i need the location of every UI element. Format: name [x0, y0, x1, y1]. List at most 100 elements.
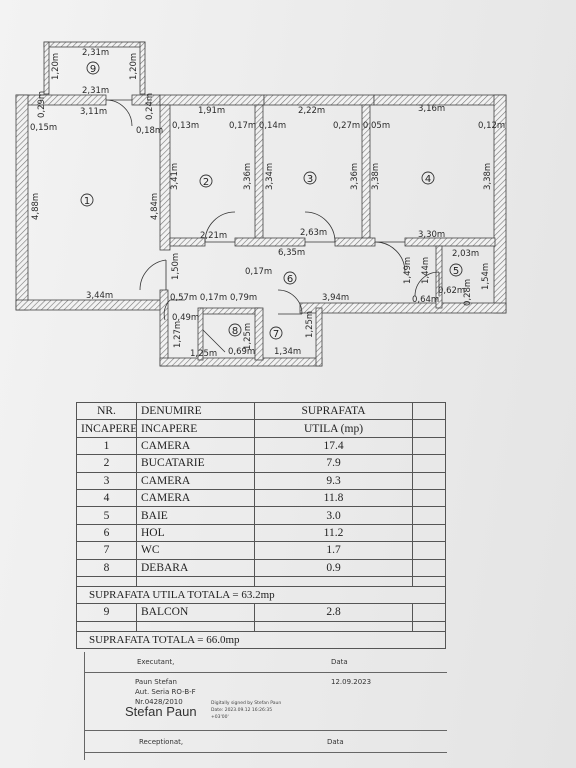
- dim-r1-wall-a: 0,29m: [37, 91, 47, 118]
- dim-r8-right: 1,25m: [243, 323, 253, 350]
- door-bath: [414, 271, 440, 297]
- dim-r5-inner: 1,44m: [421, 257, 431, 284]
- dim-balcony-left: 1,20m: [51, 53, 61, 80]
- wall-hall-top-c: [334, 237, 376, 247]
- wall-r1-r2: [159, 104, 171, 251]
- room-area: 9.3: [254, 471, 413, 490]
- room-number-1: 1: [84, 196, 90, 207]
- dim-r5-left: 1,49m: [403, 257, 413, 284]
- cell-blank: [412, 488, 446, 508]
- dim-r1-wall-b: 0,18m: [136, 126, 163, 136]
- dim-r3-bottom: 2,63m: [300, 228, 327, 238]
- cell-blank: [412, 471, 446, 490]
- room-area: 17.4: [254, 436, 413, 456]
- dim-r5-right: 1,54m: [481, 263, 491, 290]
- dim-r8-bottom: 1,25m: [190, 349, 217, 359]
- dim-r4-right: 3,38m: [483, 163, 493, 190]
- dim-r7-right: 1,25m: [305, 311, 315, 338]
- wall-hall-left: [159, 289, 169, 367]
- dim-r1-topleft: 0,15m: [30, 123, 57, 133]
- room-marker-2: [199, 174, 213, 188]
- cell-blank: [136, 575, 255, 587]
- header-suprafata: SUPRAFATA: [254, 401, 413, 421]
- doors: [105, 99, 440, 353]
- dim-r4-bottom: 3,30m: [418, 230, 445, 240]
- room-name: CAMERA: [136, 436, 255, 456]
- cell-blank: [412, 558, 446, 577]
- room-name: CAMERA: [136, 471, 255, 490]
- room-nr: 3: [76, 471, 137, 490]
- room-nr: 1: [76, 436, 137, 456]
- digital-signature-line-1: Digitally signed by Stefan Paun: [211, 701, 282, 706]
- dim-r8-left: 1,27m: [173, 321, 183, 348]
- room-nr: 2: [76, 454, 137, 473]
- wall-pantry-top: [199, 307, 261, 315]
- header-incapere: INCAPERE: [76, 419, 137, 438]
- dim-r3-left: 3,34m: [265, 163, 275, 190]
- dim-r5-bottom: 0,64m: [412, 295, 439, 305]
- room-numbers: 1 2 3 4 5 6 7 8 9: [84, 64, 459, 340]
- room-number-8: 8: [232, 326, 238, 337]
- walls: [15, 41, 507, 367]
- cell-blank: [254, 575, 413, 587]
- wall-pantry-left: [197, 307, 204, 361]
- cell-blank: [412, 436, 446, 456]
- cell-blank: [412, 454, 446, 473]
- wall-left: [15, 94, 29, 311]
- dim-hall-left: 1,50m: [171, 253, 181, 280]
- dim-r7-bottom: 1,34m: [274, 347, 301, 357]
- total-util-row: SUPRAFATA UTILA TOTALA = 63.2mp: [76, 585, 446, 605]
- balcony-wall-right: [139, 41, 146, 95]
- dim-r8-top: 0,49m: [172, 313, 199, 323]
- digital-signature-line-2: Date: 2023.09.12 16:26:35: [211, 708, 273, 713]
- door-r3: [304, 211, 336, 243]
- dim-hall-inner: 0,79m: [230, 293, 257, 303]
- dim-r2-left-wall: 0,13m: [172, 121, 199, 131]
- authorization-series: Aut. Seria RO-B-F: [135, 688, 196, 696]
- room-name: BAIE: [136, 506, 255, 525]
- header-denumire: DENUMIRE: [136, 401, 255, 421]
- room-area: 1.7: [254, 541, 413, 560]
- room-marker-6: [283, 271, 297, 285]
- door-r4: [374, 241, 406, 273]
- room-number-7: 7: [273, 329, 279, 340]
- room-marker-1: [80, 193, 94, 207]
- door-wc: [277, 289, 303, 315]
- room-area: 11.8: [254, 488, 413, 508]
- dimension-labels: 2,31m 2,31m 1,20m 1,20m 0,29m 3,11m 0,15…: [30, 48, 505, 359]
- cell-blank: [412, 541, 446, 560]
- cell-blank: [76, 620, 137, 632]
- header-blank: [412, 419, 446, 438]
- receptionat-label: Receptionat,: [139, 738, 184, 746]
- wall-hall-top-b: [234, 237, 306, 247]
- room-number-2: 2: [203, 177, 209, 188]
- wall-top-left: [15, 94, 107, 106]
- room-marker-8: [228, 323, 242, 337]
- room-marker-7: [269, 326, 283, 340]
- room-nr: 5: [76, 506, 137, 525]
- dim-r4-right-wall: 0,12m: [478, 121, 505, 131]
- room-name: WC: [136, 541, 255, 560]
- dim-r8-mid: 0,69m: [228, 347, 255, 357]
- wall-bottom-right: [299, 302, 507, 314]
- cell-blank: [412, 506, 446, 525]
- room-area: 3.0: [254, 506, 413, 525]
- wall-top-r2: [159, 94, 265, 106]
- dim-hall-mid: 0,17m: [245, 267, 272, 277]
- dim-balcony-top: 2,31m: [82, 48, 109, 58]
- room-area: 7.9: [254, 454, 413, 473]
- digital-signature-line-3: +03'00': [211, 715, 229, 720]
- header-utila: UTILA (mp): [254, 419, 413, 438]
- balcony-wall-left: [43, 41, 50, 95]
- room-nr: 4: [76, 488, 137, 508]
- cell-blank: [136, 620, 255, 632]
- dim-r3-top: 2,22m: [298, 106, 325, 116]
- wall-top-r3: [263, 94, 375, 106]
- balcony-wall-top: [43, 41, 146, 48]
- room-number-6: 6: [287, 274, 293, 285]
- room-nr: 7: [76, 541, 137, 560]
- dim-balcony-right: 1,20m: [129, 53, 139, 80]
